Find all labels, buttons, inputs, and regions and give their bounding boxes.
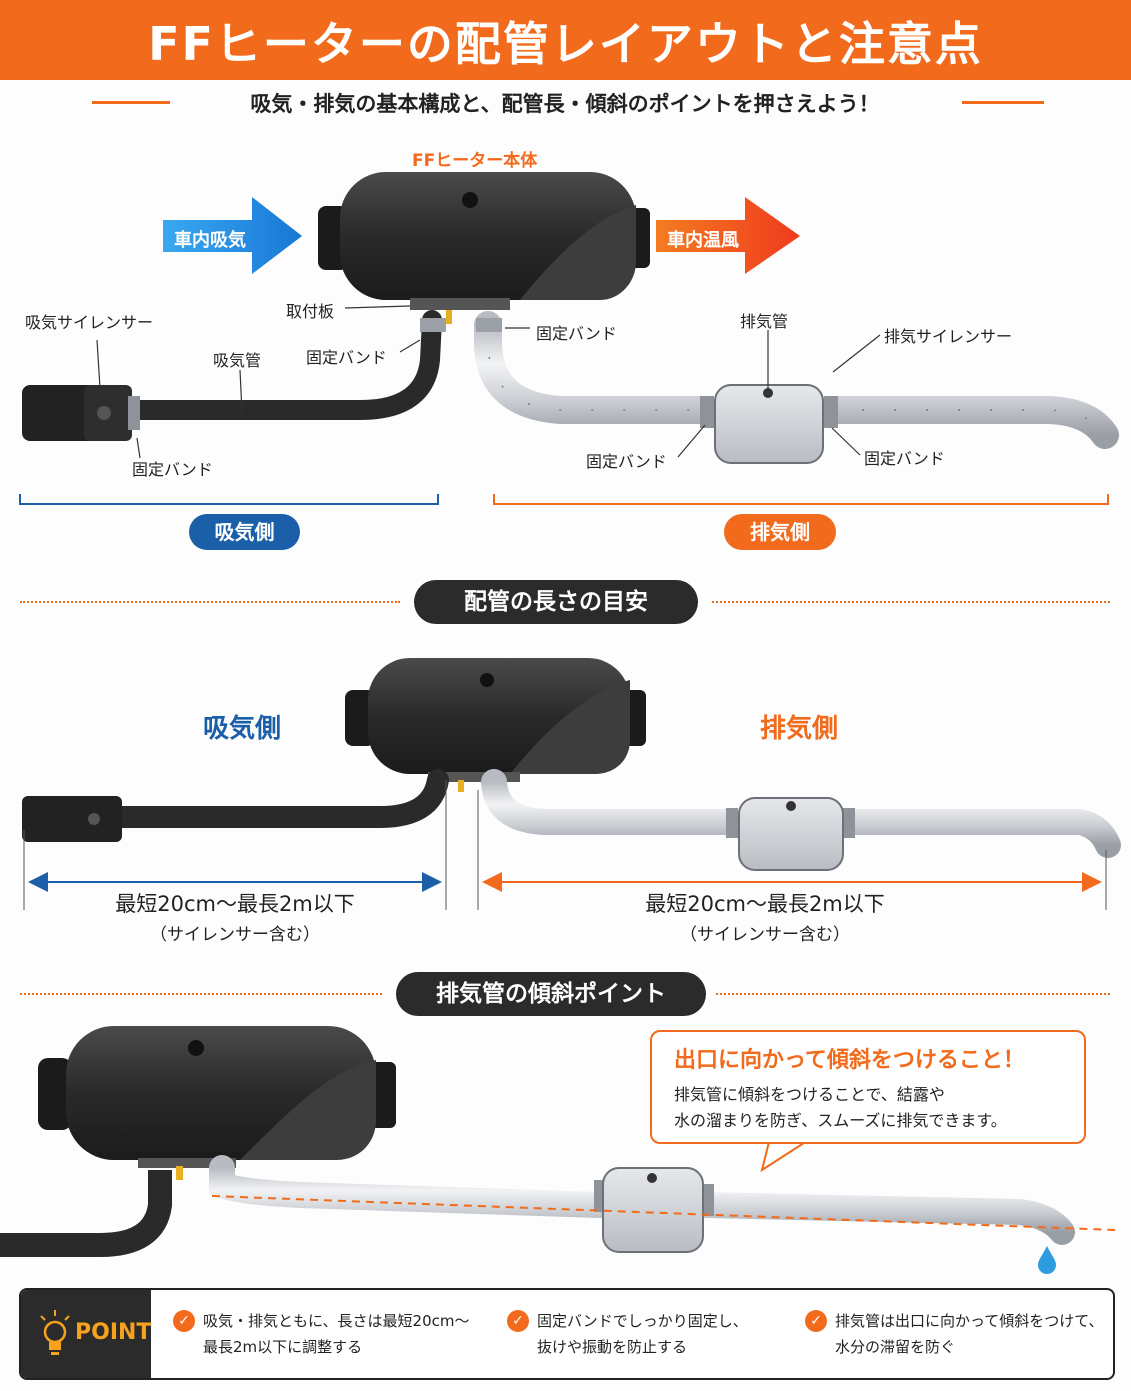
subtitle-rule-left	[92, 101, 170, 104]
point-item-3-line-2: 水分の滞留を防ぐ	[835, 1338, 956, 1356]
water-drop-icon	[1038, 1246, 1056, 1274]
intake-air-label: 車内吸気	[174, 230, 246, 251]
point-summary-box: POINT ✓ 吸気・排気ともに、長さは最短20cm〜 最長2m以下に調整する …	[19, 1288, 1115, 1380]
subtitle-rule-right	[962, 101, 1044, 104]
callout-line-1: 排気管に傾斜をつけることで、結露や	[674, 1085, 945, 1104]
page-title: FFヒーターの配管レイアウトと注意点	[148, 17, 983, 71]
exhaust-length-spec: 最短20cm〜最長2m以下 （サイレンサー含む）	[590, 888, 940, 945]
intake-length-note: （サイレンサー含む）	[150, 925, 320, 945]
check-icon: ✓	[805, 1310, 827, 1332]
heater-diagram-slope	[0, 1026, 1116, 1274]
section-title-length: 配管の長さの目安	[414, 580, 698, 624]
exhaust-length-value: 最短20cm〜最長2m以下	[645, 892, 885, 916]
outlet-arrow-shape	[656, 197, 800, 274]
point-item-3: 排気管は出口に向かって傾斜をつけて、 水分の滞留を防ぐ	[835, 1308, 1104, 1360]
point-item-2-line-1: 固定バンドでしっかり固定し、	[537, 1312, 748, 1330]
mount-plate-label: 取付板	[286, 302, 335, 321]
exhaust-length-note: （サイレンサー含む）	[680, 925, 850, 945]
section-title-slope: 排気管の傾斜ポイント	[396, 972, 706, 1016]
page-subtitle: 吸気・排気の基本構成と、配管長・傾斜のポイントを押さえよう！	[250, 92, 880, 116]
point-label: POINT	[75, 1320, 152, 1345]
intake-length-spec: 最短20cm〜最長2m以下 （サイレンサー含む）	[60, 888, 410, 945]
heater-diagram-length	[22, 658, 1121, 910]
band-exhaust-left-label: 固定バンド	[586, 452, 667, 471]
check-icon: ✓	[507, 1310, 529, 1332]
point-item-2-line-2: 抜けや振動を防止する	[537, 1338, 688, 1356]
section-divider-left	[20, 601, 400, 603]
point-item-1-line-2: 最長2m以下に調整する	[203, 1338, 363, 1356]
slope-callout: 出口に向かって傾斜をつけること！ 排気管に傾斜をつけることで、結露や 水の溜まり…	[650, 1030, 1086, 1144]
point-header: POINT	[21, 1290, 151, 1378]
intake-pipe-label: 吸気管	[213, 351, 262, 370]
point-item-3-line-1: 排気管は出口に向かって傾斜をつけて、	[835, 1312, 1104, 1330]
point-item-1: 吸気・排気ともに、長さは最短20cm〜 最長2m以下に調整する	[203, 1308, 470, 1360]
section-divider-right-2	[716, 993, 1110, 995]
exhaust-pipe-label: 排気管	[740, 312, 789, 331]
band-intake-heater-label: 固定バンド	[306, 348, 387, 367]
heater-diagram-main	[19, 172, 1119, 505]
intake-side-badge: 吸気側	[189, 514, 300, 550]
band-intake-silencer-label: 固定バンド	[132, 460, 213, 479]
band-exhaust-heater-label: 固定バンド	[536, 324, 617, 343]
callout-line-2: 水の溜まりを防ぎ、スムーズに排気できます。	[674, 1111, 1007, 1130]
check-icon: ✓	[173, 1310, 195, 1332]
point-item-2: 固定バンドでしっかり固定し、 抜けや振動を防止する	[537, 1308, 748, 1360]
heater-unit-label: FFヒーター本体	[412, 151, 538, 171]
point-item-1-line-1: 吸気・排気ともに、長さは最短20cm〜	[203, 1312, 470, 1330]
length-exhaust-side-title: 排気側	[760, 714, 839, 744]
callout-title: 出口に向かって傾斜をつけること！	[674, 1048, 1025, 1073]
intake-length-value: 最短20cm〜最長2m以下	[115, 892, 355, 916]
section-divider-right	[712, 601, 1110, 603]
warm-air-label: 車内温風	[667, 230, 739, 251]
length-intake-side-title: 吸気側	[203, 714, 282, 744]
exhaust-silencer-shape	[714, 384, 824, 464]
intake-arrow-shape	[163, 197, 302, 274]
exhaust-side-badge: 排気側	[724, 514, 836, 550]
band-exhaust-right-label: 固定バンド	[864, 449, 945, 468]
callout-body: 排気管に傾斜をつけることで、結露や 水の溜まりを防ぎ、スムーズに排気できます。	[674, 1082, 1007, 1134]
lightbulb-icon	[40, 1310, 70, 1355]
header-banner: FFヒーターの配管レイアウトと注意点	[0, 0, 1131, 80]
intake-silencer-label: 吸気サイレンサー	[25, 313, 154, 332]
section-divider-left-2	[20, 993, 382, 995]
exhaust-silencer-label: 排気サイレンサー	[884, 327, 1013, 346]
